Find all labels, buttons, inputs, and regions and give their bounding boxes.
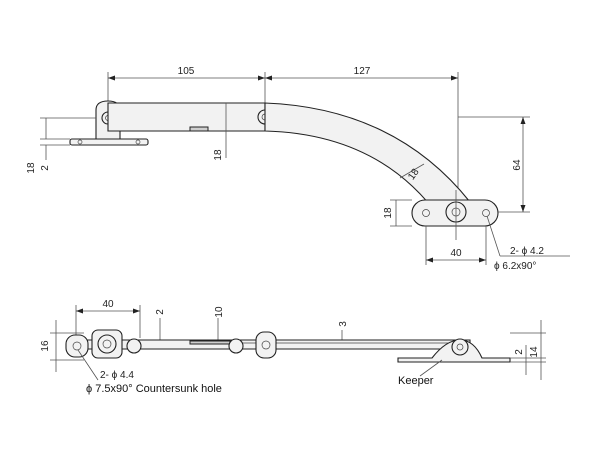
- arrow-head: [451, 75, 458, 81]
- dim-16: 16: [40, 340, 51, 352]
- dim-18-keeper: 18: [383, 207, 394, 219]
- keeper-boss-side: [451, 338, 469, 356]
- arrow-head: [108, 75, 115, 81]
- callout-hole-diameter: 2- ϕ 4.2: [510, 246, 544, 257]
- base-plate-side: [65, 334, 89, 358]
- joint-washer-side: [228, 338, 244, 354]
- washer-side: [126, 338, 142, 354]
- dim-2-left: 2: [40, 165, 51, 171]
- base-hole-side: [72, 341, 82, 351]
- arrow-head: [520, 205, 526, 212]
- dim-14: 14: [529, 346, 540, 358]
- dim-10-side: 10: [214, 306, 225, 318]
- dim-2-side: 2: [155, 309, 166, 315]
- callout-hole-side: 2- ϕ 4.4: [100, 370, 134, 381]
- dim-2-right: 2: [514, 349, 525, 355]
- arrow-head: [76, 308, 83, 314]
- keeper-hole: [422, 209, 430, 217]
- keeper-label: Keeper: [398, 375, 434, 387]
- keeper-hole: [482, 209, 490, 217]
- arrow-head: [265, 75, 272, 81]
- dim-18-left: 18: [26, 162, 37, 174]
- callout-countersink-side: ϕ 7.5x90° Countersunk hole: [86, 383, 222, 395]
- stay-arm-straight: [107, 102, 266, 132]
- arrow-head: [479, 257, 486, 263]
- dim-40-keeper: 40: [450, 248, 462, 259]
- keeper-hole-side: [456, 343, 464, 351]
- dim-line-18-curve: [399, 163, 425, 179]
- arrow-head: [426, 257, 433, 263]
- screw-hole: [77, 139, 83, 145]
- arrow-head: [520, 117, 526, 124]
- arrow-head: [258, 75, 265, 81]
- pivot-boss-side: [97, 334, 117, 354]
- leader-line: [77, 349, 99, 381]
- dim-18-arm: 18: [213, 149, 224, 161]
- joint-hole-side: [261, 340, 271, 350]
- pivot-hole-side: [102, 339, 112, 349]
- screw-hole: [135, 139, 141, 145]
- joint-boss-side: [255, 331, 277, 359]
- arm-slot-side: [189, 340, 231, 345]
- dim-64: 64: [512, 159, 523, 171]
- arrow-head: [133, 308, 140, 314]
- dim-40-side: 40: [102, 299, 114, 310]
- dim-127: 127: [354, 66, 371, 77]
- leader-line: [419, 359, 443, 377]
- dim-105: 105: [178, 66, 195, 77]
- arm-slot: [189, 126, 209, 132]
- leader-line: [486, 215, 501, 257]
- dim-3-side: 3: [338, 321, 349, 327]
- callout-countersink: ϕ 6.2x90°: [494, 261, 536, 272]
